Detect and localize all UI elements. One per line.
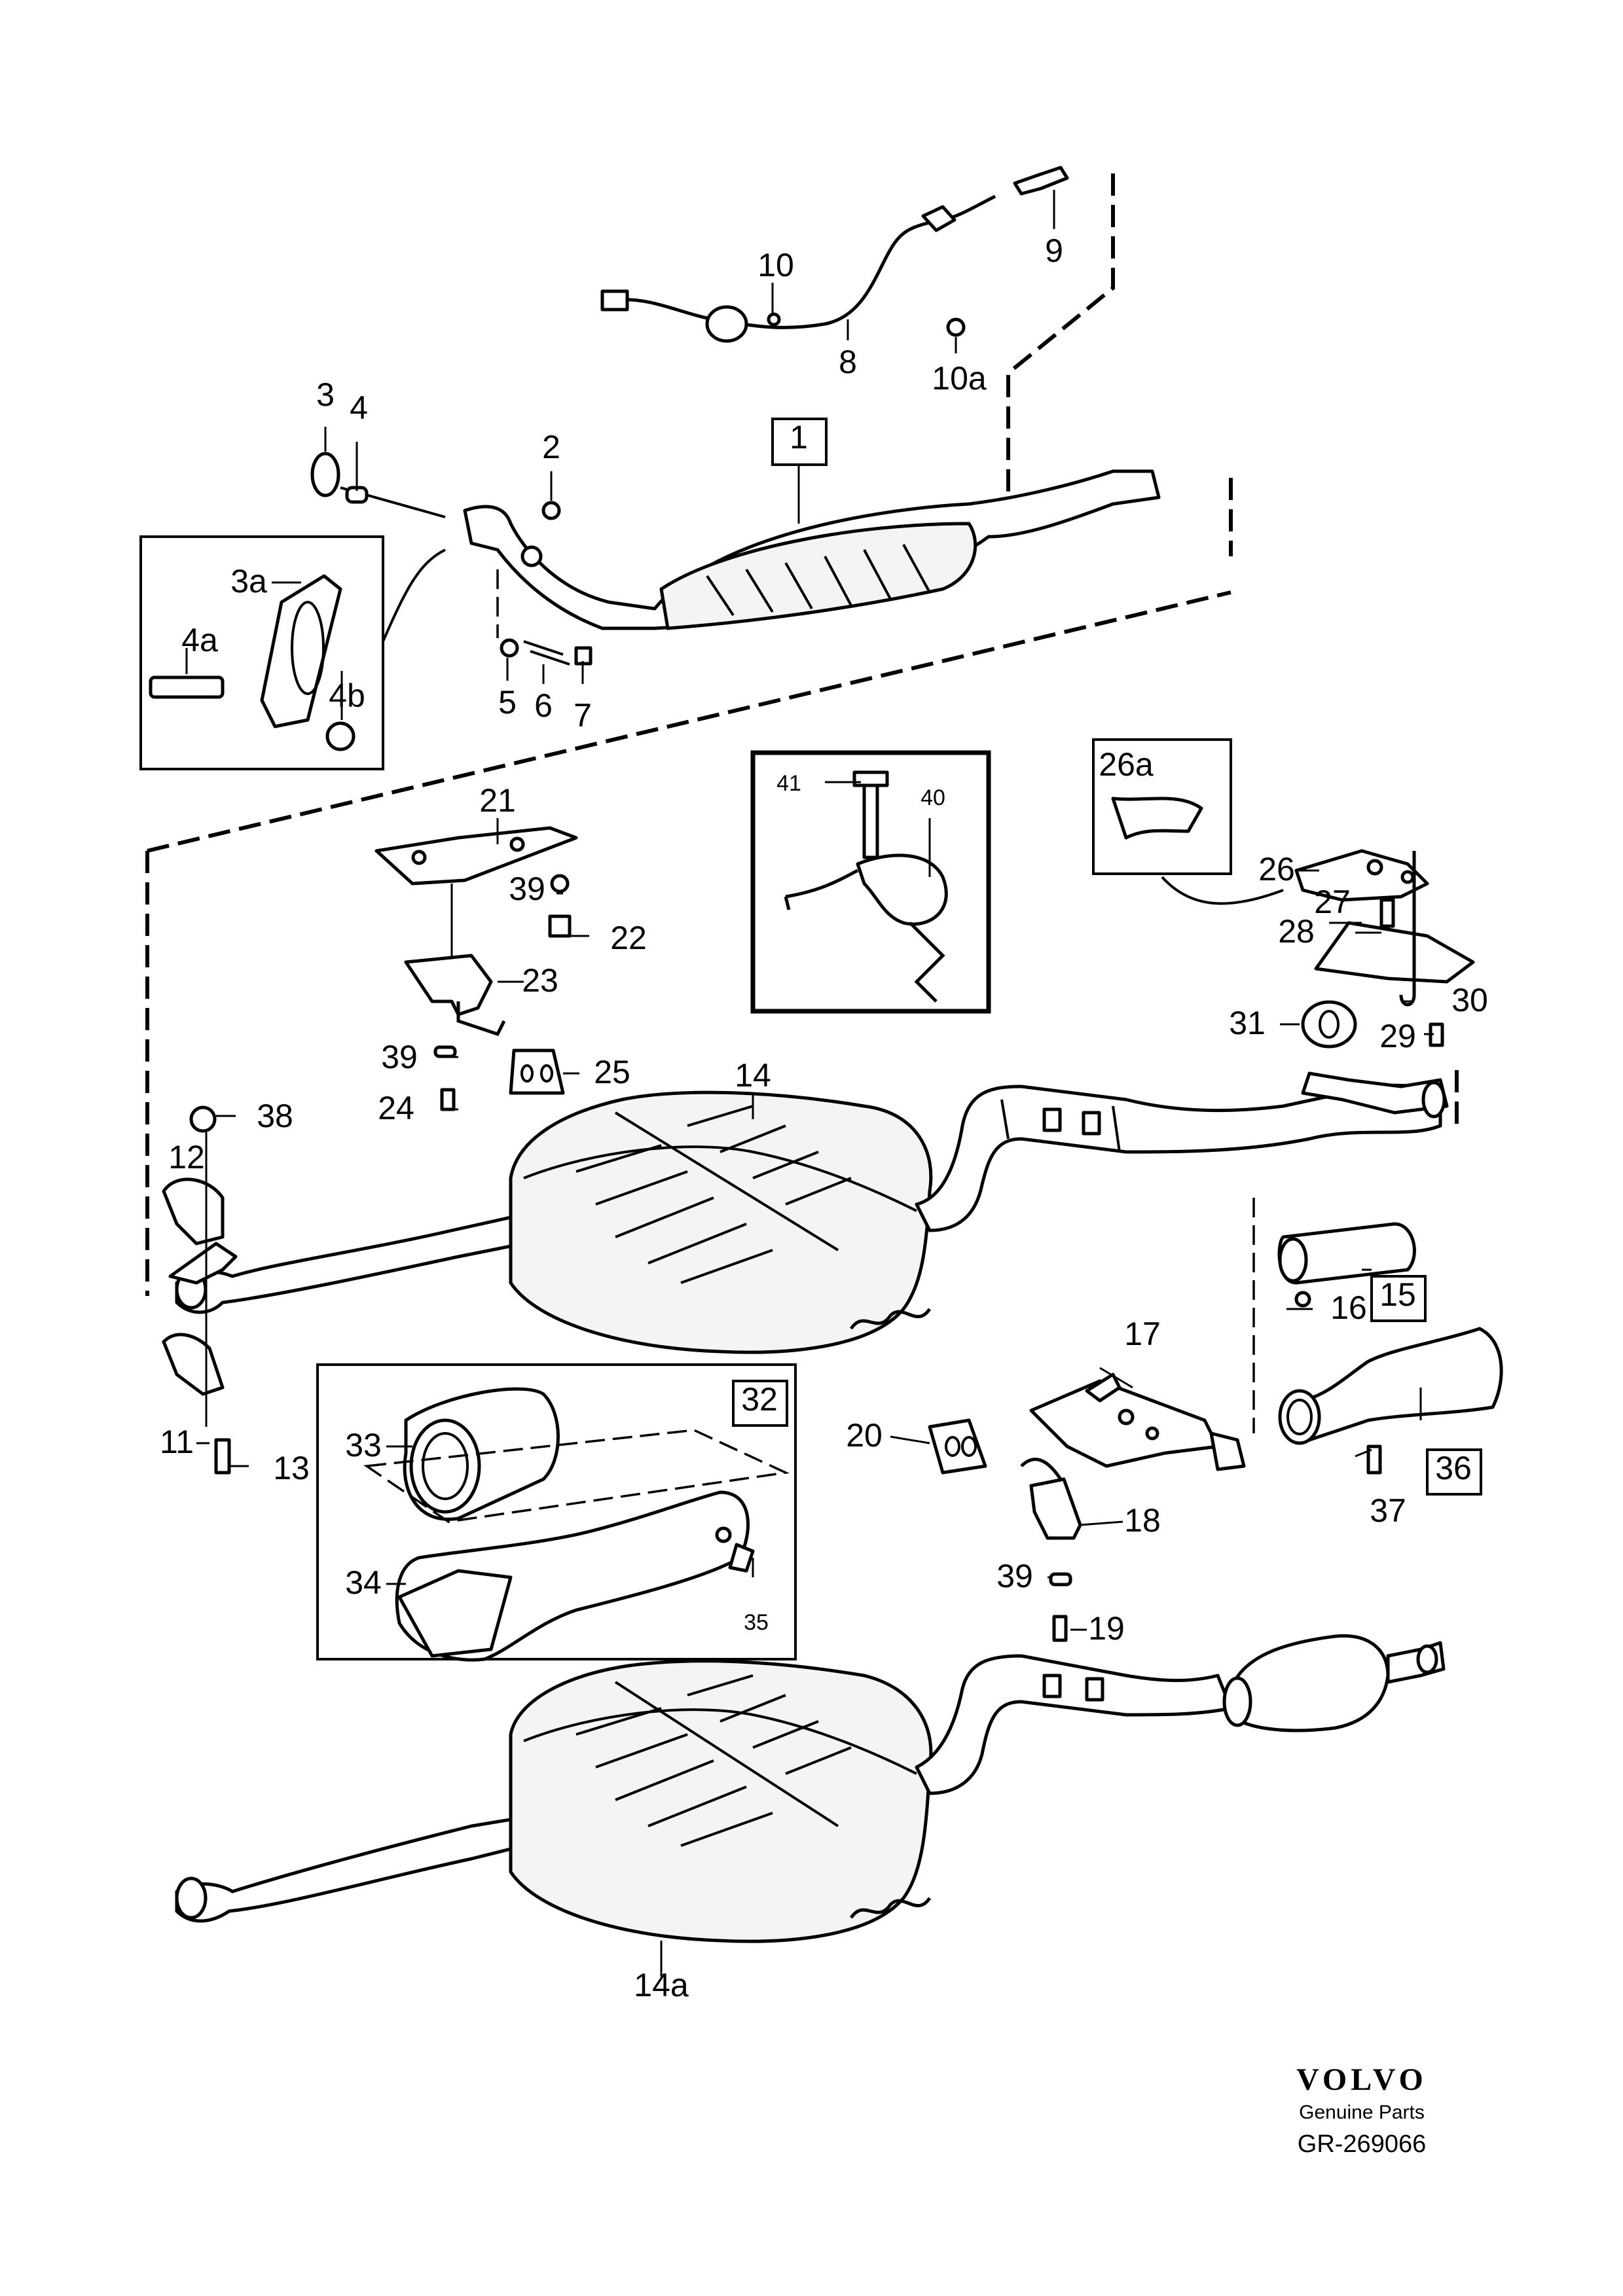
callout-23: 23 <box>522 962 558 999</box>
callout-13: 13 <box>273 1450 310 1486</box>
callout-10: 10 <box>757 247 794 283</box>
callout-22: 22 <box>610 920 647 956</box>
callout-10a: 10a <box>932 360 987 397</box>
hanger-bracket-group <box>374 826 578 1111</box>
callout-5: 5 <box>498 684 517 721</box>
callout-2: 2 <box>542 429 560 465</box>
callout-3: 3 <box>316 376 335 413</box>
callout-30: 30 <box>1451 982 1488 1018</box>
callout-39-lower: 39 <box>996 1558 1033 1594</box>
oxygen-sensor-assembly <box>600 166 1115 497</box>
callout-33: 33 <box>345 1427 382 1463</box>
callout-36-box <box>1426 1448 1482 1496</box>
rear-section-boundary <box>147 590 1231 853</box>
callout-15: 15 <box>1379 1276 1416 1313</box>
callout-32-box <box>732 1380 788 1427</box>
callout-39-upper: 39 <box>509 870 545 907</box>
volvo-logo: VOLVO <box>1296 2062 1427 2097</box>
callout-12: 12 <box>168 1139 205 1175</box>
callout-24: 24 <box>378 1090 414 1126</box>
callout-26a: 26a <box>1099 746 1154 783</box>
callout-38: 38 <box>257 1098 293 1134</box>
callout-27: 27 <box>1314 884 1351 920</box>
callout-11: 11 <box>160 1424 194 1460</box>
callout-4b: 4b <box>329 677 365 714</box>
callout-21: 21 <box>479 782 516 819</box>
callout-40: 40 <box>921 785 945 810</box>
callout-14: 14 <box>735 1057 771 1094</box>
callout-15-box <box>1370 1275 1427 1322</box>
callout-9: 9 <box>1045 232 1063 269</box>
clamp-detail-box <box>750 750 991 1014</box>
callout-26: 26 <box>1258 851 1295 888</box>
callout-28: 28 <box>1278 913 1315 950</box>
callout-3a: 3a <box>230 563 267 600</box>
brand-block: VOLVO Genuine Parts GR-269066 <box>1264 2062 1460 2159</box>
callout-39-middle: 39 <box>381 1039 418 1075</box>
rear-bracket-group <box>1092 738 1475 1049</box>
rear-hanger-group <box>928 1372 1246 1642</box>
callout-41: 41 <box>776 771 801 796</box>
callout-17: 17 <box>1124 1316 1161 1352</box>
callout-19: 19 <box>1088 1610 1125 1647</box>
callout-31: 31 <box>1229 1005 1266 1041</box>
callout-labels: 1 2 3 3a 4 4a 4b 5 6 7 8 9 10 10a 11 12 … <box>160 232 1488 2003</box>
callout-leaders <box>185 190 1434 1977</box>
callout-7: 7 <box>574 697 592 734</box>
callout-29: 29 <box>1379 1018 1416 1054</box>
callout-4a: 4a <box>181 622 218 658</box>
callout-36: 36 <box>1435 1450 1472 1486</box>
callout-1-box <box>771 418 828 466</box>
tagline: Genuine Parts <box>1299 2102 1425 2123</box>
rear-silencer-14a <box>175 1634 1446 1943</box>
callout-4: 4 <box>350 389 368 426</box>
tailpipe-options-group <box>1252 1198 1503 1475</box>
callout-34: 34 <box>345 1564 382 1601</box>
callout-32: 32 <box>741 1381 778 1418</box>
tailpipe-tip-box <box>316 1363 797 1662</box>
callout-1: 1 <box>790 419 808 456</box>
callout-14a: 14a <box>634 1967 689 2003</box>
diagram-code: GR-269066 <box>1297 2130 1427 2158</box>
callout-37: 37 <box>1370 1492 1406 1529</box>
callout-16: 16 <box>1330 1289 1367 1326</box>
callout-6: 6 <box>534 687 553 724</box>
callout-20: 20 <box>846 1417 883 1454</box>
callout-18: 18 <box>1124 1502 1161 1539</box>
callout-35: 35 <box>744 1610 769 1635</box>
catalytic-converter-assembly <box>139 452 1233 770</box>
callout-25: 25 <box>594 1054 630 1090</box>
callout-8: 8 <box>839 344 857 380</box>
rear-silencer-14 <box>162 1070 1459 1475</box>
